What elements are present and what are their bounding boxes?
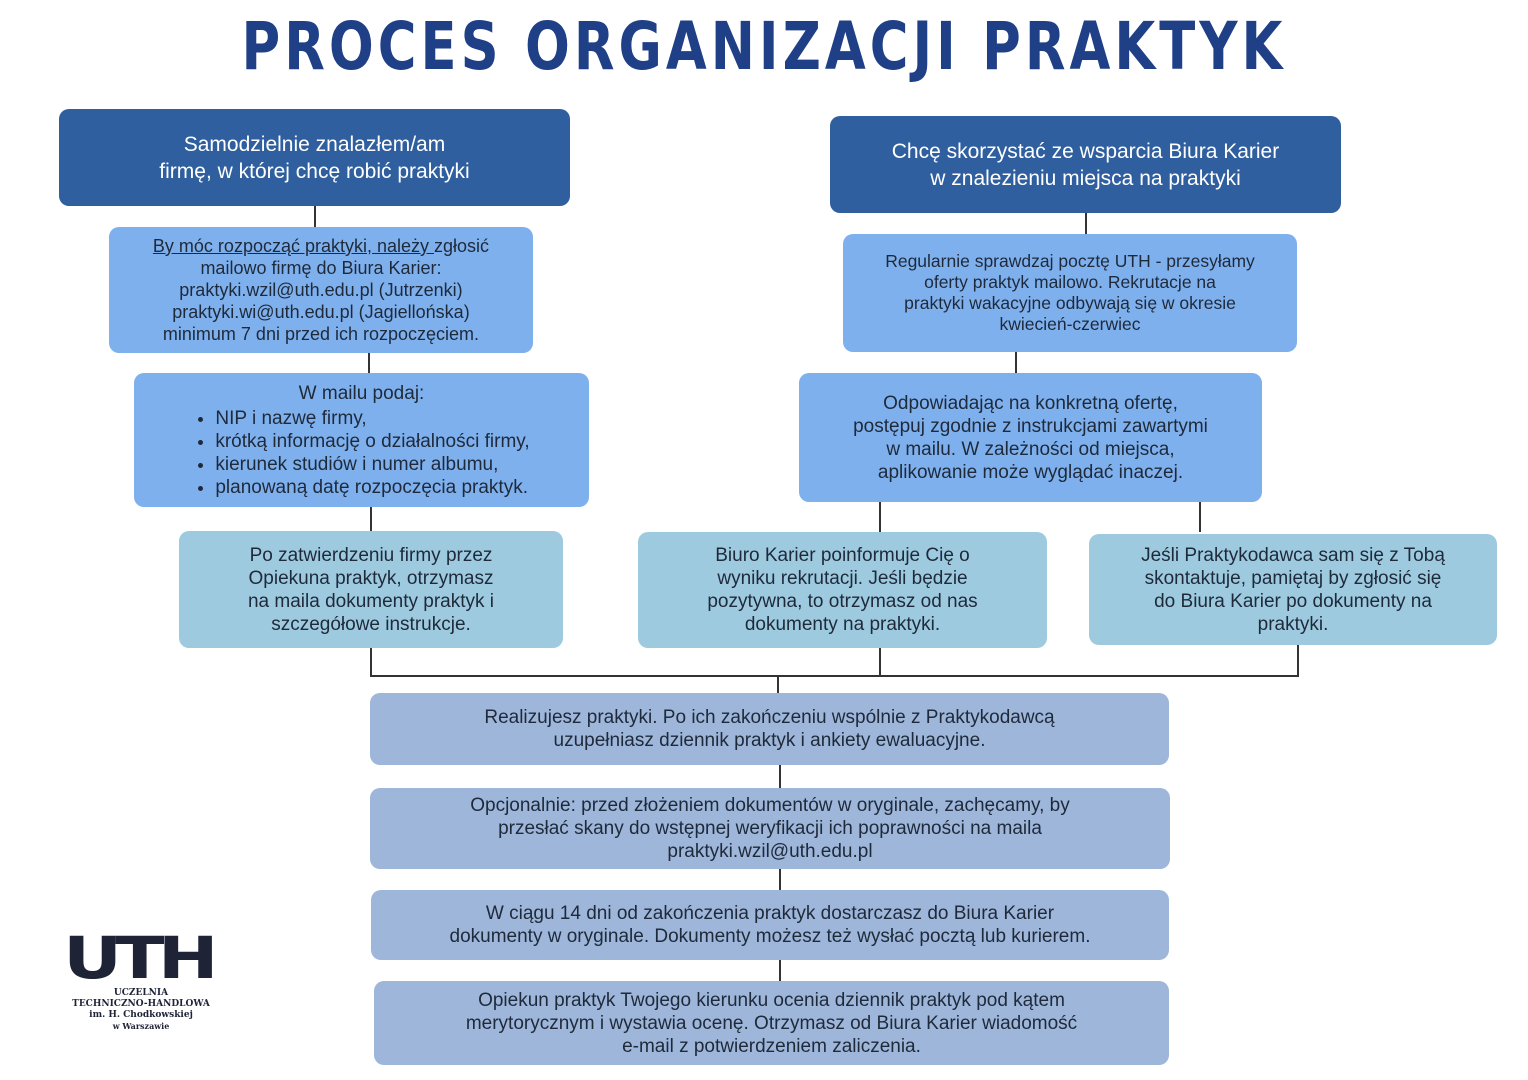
bottom-step3-line1: W ciągu 14 dni od zakończenia praktyk do… xyxy=(485,903,1055,924)
connector-line xyxy=(879,502,881,532)
merge-line xyxy=(370,675,1299,677)
bottom-step2-line3: praktyki.wzil@uth.edu.pl xyxy=(667,841,873,862)
connector-line xyxy=(370,507,372,531)
bottom-step-optional-scan: Opcjonalnie: przed złożeniem dokumentów … xyxy=(370,788,1170,869)
left-step3-line2: Opiekuna praktyk, otrzymasz xyxy=(248,567,494,589)
list-item: krótką informację o działalności firmy, xyxy=(215,430,529,453)
connector-line xyxy=(779,869,781,890)
bottom-step-internship: Realizujesz praktyki. Po ich zakończeniu… xyxy=(370,693,1169,765)
right-path-header: Chcę skorzystać ze wsparcia Biura Karier… xyxy=(830,116,1341,213)
connector-line xyxy=(1015,352,1017,374)
left-step1-underlined: By móc rozpocząć praktyki, należy xyxy=(152,236,435,256)
left-header-line1: Samodzielnie znalazłem/am xyxy=(183,132,446,156)
email-contents-list: NIP i nazwę firmy, krótką informację o d… xyxy=(193,407,529,499)
right-step2-line3: w mailu. W zależności od miejsca, xyxy=(886,438,1175,460)
left-step-documents: Po zatwierdzeniu firmy przez Opiekuna pr… xyxy=(179,531,563,648)
right-step2-line1: Odpowiadając na konkretną ofertę, xyxy=(883,392,1178,414)
connector-line xyxy=(777,675,779,693)
right-step-check-mail: Regularnie sprawdzaj pocztę UTH - przesy… xyxy=(843,234,1297,352)
left-step1-line2: mailowo firmę do Biura Karier: xyxy=(200,258,442,278)
right-step3b-line3: do Biura Karier po dokumenty na xyxy=(1154,590,1432,612)
uth-logo-mark: U T H xyxy=(62,924,220,992)
left-step-email-contents: W mailu podaj: NIP i nazwę firmy, krótką… xyxy=(134,373,589,507)
right-step1-line1: Regularnie sprawdzaj pocztę UTH - przesy… xyxy=(885,251,1255,271)
bottom-step1-line2: uzupełniasz dziennik praktyk i ankiety e… xyxy=(553,730,986,751)
logo-line: UCZELNIA xyxy=(113,988,169,998)
logo-letter: U xyxy=(63,924,123,992)
right-step1-line3: praktyki wakacyjne odbywają się w okresi… xyxy=(904,293,1236,313)
left-step3-line4: szczegółowe instrukcje. xyxy=(271,613,471,635)
connector-line xyxy=(368,352,370,374)
right-step3a-line2: wyniku rekrutacji. Jeśli będzie xyxy=(717,568,968,589)
logo-letter: T xyxy=(115,924,166,992)
right-step-apply: Odpowiadając na konkretną ofertę, postęp… xyxy=(799,373,1262,502)
list-item: planowaną datę rozpoczęcia praktyk. xyxy=(215,476,529,499)
logo-line: w Warszawie xyxy=(112,1021,170,1031)
connector-line xyxy=(370,648,372,676)
email-jagiellonska: praktyki.wi@uth.edu.pl (Jagiellońska) xyxy=(172,302,470,322)
connector-line xyxy=(314,206,316,228)
connector-line xyxy=(1085,213,1087,235)
left-step3-line3: na maila dokumenty praktyk i xyxy=(247,590,495,612)
left-step-report-company: By móc rozpocząć praktyki, należy zgłosi… xyxy=(109,227,533,353)
bottom-step4-line3: e-mail z potwierdzeniem zaliczenia. xyxy=(622,1035,921,1057)
right-step2-line4: aplikowanie może wyglądać inaczej. xyxy=(877,461,1184,483)
bottom-step4-line1: Opiekun praktyk Twojego kierunku ocenia … xyxy=(478,989,1065,1011)
left-step1-line5: minimum 7 dni przed ich rozpoczęciem. xyxy=(162,324,480,344)
email-jutrzenki: praktyki.wzil@uth.edu.pl (Jutrzenki) xyxy=(179,280,463,300)
right-step-recruitment-result: Biuro Karier poinformuje Cię o wyniku re… xyxy=(638,532,1047,648)
logo-letter: H xyxy=(157,924,219,992)
right-step2-line2: postępuj zgodnie z instrukcjami zawartym… xyxy=(853,415,1208,437)
list-item: NIP i nazwę firmy, xyxy=(215,407,529,430)
bottom-step2-line2: przesłać skany do wstępnej weryfikacji i… xyxy=(498,818,1042,839)
left-step3-line1: Po zatwierdzeniu firmy przez xyxy=(249,544,493,566)
bottom-step-deliver-originals: W ciągu 14 dni od zakończenia praktyk do… xyxy=(371,890,1169,960)
bottom-step4-line2: merytorycznym i wystawia ocenę. Otrzymas… xyxy=(465,1012,1078,1034)
right-step3a-line3: pozytywna, to otrzymasz od nas xyxy=(707,591,978,612)
right-step-employer-contact: Jeśli Praktykodawca sam się z Tobą skont… xyxy=(1089,534,1497,645)
right-step1-line2: oferty praktyk mailowo. Rekrutacje na xyxy=(924,272,1216,292)
bottom-step2-line1: Opcjonalnie: przed złożeniem dokumentów … xyxy=(470,795,1070,816)
left-header-line2: firmę, w której chcę robić praktyki xyxy=(159,159,470,183)
right-step3b-line4: praktyki. xyxy=(1257,613,1329,635)
right-step3a-line4: dokumenty na praktyki. xyxy=(744,614,941,635)
connector-line xyxy=(1199,502,1201,532)
uth-logo-text: UCZELNIA TECHNICZNO-HANDLOWA im. H. Chod… xyxy=(62,988,220,1032)
bottom-step3-line2: dokumenty w oryginale. Dokumenty możesz … xyxy=(449,926,1091,947)
uth-logo: U T H UCZELNIA TECHNICZNO-HANDLOWA im. H… xyxy=(62,924,220,1032)
left-path-header: Samodzielnie znalazłem/am firmę, w które… xyxy=(59,109,570,206)
bottom-step1-line1: Realizujesz praktyki. Po ich zakończeniu… xyxy=(484,707,1055,728)
connector-line xyxy=(779,960,781,981)
right-step3b-line1: Jeśli Praktykodawca sam się z Tobą xyxy=(1141,544,1445,566)
right-step3b-line2: skontaktuje, pamiętaj by zgłosić się xyxy=(1144,567,1442,589)
connector-line xyxy=(1297,645,1299,676)
right-header-line2: w znalezieniu miejsca na praktyki xyxy=(930,166,1241,190)
email-contents-heading: W mailu podaj: xyxy=(298,382,425,404)
logo-line: TECHNICZNO-HANDLOWA xyxy=(72,999,210,1009)
right-step1-line4: kwiecień-czerwiec xyxy=(999,314,1141,334)
right-header-line1: Chcę skorzystać ze wsparcia Biura Karier xyxy=(891,139,1280,163)
bottom-step-evaluation: Opiekun praktyk Twojego kierunku ocenia … xyxy=(374,981,1169,1065)
right-step3a-line1: Biuro Karier poinformuje Cię o xyxy=(715,545,970,566)
list-item: kierunek studiów i numer albumu, xyxy=(215,453,529,476)
page-title: PROCES ORGANIZACJI PRAKTYK xyxy=(241,8,1287,85)
logo-line: im. H. Chodkowskiej xyxy=(89,1010,193,1020)
left-step1-rest: zgłosić xyxy=(434,236,490,256)
connector-line xyxy=(879,648,881,676)
connector-line xyxy=(779,765,781,788)
